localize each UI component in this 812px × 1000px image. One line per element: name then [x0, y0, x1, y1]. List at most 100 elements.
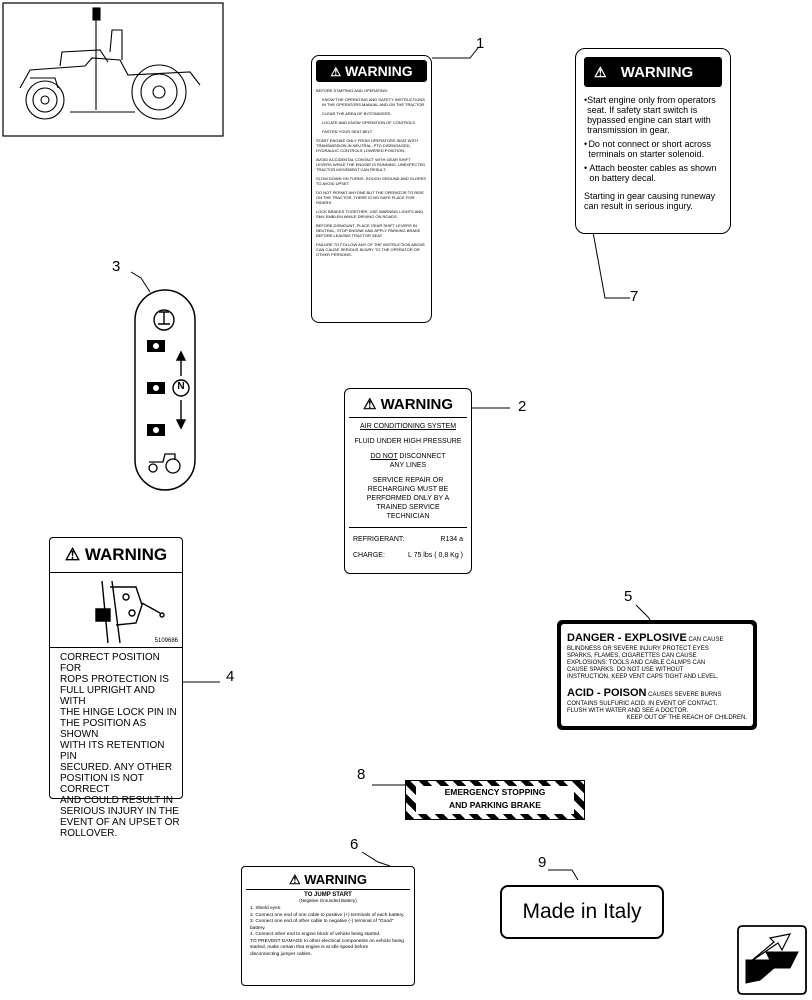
decal-3-shift-pattern: N: [135, 290, 195, 490]
decal-4-line: EVENT OF AN UPSET OR: [60, 817, 180, 828]
decal-2-line: ANY LINES: [389, 462, 427, 469]
decal-4-line: ROLLOVER.: [60, 828, 118, 839]
callout-7: 7: [630, 288, 639, 305]
image-code: 5109686: [154, 638, 178, 644]
decal-1-line: SLOW DOWN ON TURNS, ROUGH GROUND AND SLO…: [316, 176, 426, 186]
decal-4-line: THE POSITION AS SHOWN: [60, 718, 147, 740]
decal-1-header-text: WARNING: [344, 63, 413, 79]
charge-value: L 75 lbs ( 0,8 Kg ): [408, 552, 463, 559]
decal-4-line: POSITION IS NOT CORRECT: [60, 773, 144, 795]
decal-1-line: BEFORE STARTING AND OPERATING:: [316, 88, 389, 93]
decal-1-line: START ENGINE ONLY FROM OPERATORS SEAT WI…: [316, 138, 419, 153]
decal-1-line: FAILURE TO FOLLOW ANY OF THE INSTRUCTION…: [316, 242, 426, 257]
decal-5-line: CAUSE SPARKS. DO NOT USE WITHOUT: [567, 667, 684, 673]
leader-1: [432, 47, 479, 59]
decal-5-line: KEEP OUT OF THE REACH OF CHILDREN.: [626, 715, 747, 721]
decal-4-line: FULL UPRIGHT AND WITH: [60, 685, 156, 707]
decal-5-line: EXPLOSIONS: TOOLS AND CABLE CALMPS CAN: [567, 660, 706, 666]
decal-9-text: Made in Italy: [522, 900, 642, 923]
decal-6-line: 1. Shield eyes.: [250, 906, 282, 911]
tractor-small-icon: [148, 453, 181, 474]
callout-9: 9: [538, 854, 547, 871]
decal-6-line: 3. Connect one end of other cable to neg…: [250, 919, 394, 931]
decal-2-line: RECHARGING MUST BE: [367, 486, 449, 493]
decal-6-line: 2. Connect one end of one cable to posit…: [250, 912, 405, 918]
neutral-symbol: N: [177, 381, 185, 392]
warning-triangle-icon: ⚠: [330, 65, 342, 79]
decal-4-line: AND COULD RESULT IN: [60, 795, 173, 806]
decal-5-line: CONTAINS SULFURIC ACID. IN EVENT OF CONT…: [567, 701, 718, 707]
up-down-arrow-icon: [172, 350, 190, 430]
decal-4-line: THE HINGE LOCK PIN IN: [60, 707, 177, 718]
decal-2-line: FLUID UNDER HIGH PRESSURE: [354, 438, 462, 445]
decal-7-bullet: Do not connect or short across terminals…: [588, 139, 711, 159]
callout-3: 3: [112, 258, 121, 275]
callout-5: 5: [624, 588, 633, 605]
refrigerant-value: R134 a: [440, 536, 463, 543]
decal-6-line: disconnecting jumper cables.: [250, 951, 312, 957]
decal-4-header-text: WARNING: [84, 545, 168, 564]
decal-6-line: TO PREVENT DAMAGE to other electrical co…: [250, 938, 404, 944]
charge-label: CHARGE:: [353, 552, 385, 559]
decal-2-line: PERFORMED ONLY BY A: [366, 495, 450, 502]
decal-1-line: FASTEN YOUR SEAT BELT.: [322, 129, 373, 134]
decal-5-line: FLUSH WITH WATER AND SEE A DOCTOR.: [567, 708, 689, 714]
decal-7-header-text: WARNING: [620, 64, 694, 81]
decal-6-header-text: WARNING: [304, 872, 368, 887]
decal-9-made-in-italy: Made in Italy: [500, 885, 664, 939]
warning-triangle-icon: ⚠: [288, 872, 301, 887]
decal-4-line: CORRECT POSITION FOR: [60, 652, 160, 674]
tractor-thumbnail-icon: [19, 7, 201, 120]
decal-2-subtitle: AIR CONDITIONING SYSTEM: [359, 423, 457, 430]
range-high-icon: [147, 340, 165, 352]
decal-7-start-warning: ⚠ WARNING •Start engine only from operat…: [575, 48, 731, 234]
range-low-icon: [147, 424, 165, 436]
decal-1-header: ⚠ WARNING: [316, 60, 427, 82]
leader-3: [130, 271, 151, 293]
decal-2-header: ⚠ WARNING: [349, 393, 467, 418]
leader-6: [361, 851, 391, 867]
decal-1-operating-warning: ⚠ WARNING BEFORE STARTING AND OPERATING:…: [311, 55, 432, 323]
decal-6-header: ⚠ WARNING: [246, 871, 410, 890]
decal-2-line: SERVICE REPAIR OR: [372, 477, 444, 484]
danger-rest: CAN CAUSE: [686, 637, 724, 643]
decal-2-header-text: WARNING: [380, 396, 454, 413]
callout-1: 1: [476, 35, 485, 52]
decal-5-line: BLINDNESS OR SEVERE INJURY PROTECT EYES: [567, 646, 709, 652]
decal-6-jump-start-warning: ⚠ WARNING TO JUMP START (Negative Ground…: [241, 866, 415, 986]
decal-4-line: ROPS PROTECTION IS: [60, 674, 169, 685]
decal-8-brake-label: EMERGENCY STOPPING AND PARKING BRAKE: [405, 780, 585, 820]
decal-8-line: EMERGENCY STOPPING: [444, 787, 546, 797]
decal-1-line: CLEAR THE AREA OF BYSTANDERS.: [322, 111, 392, 116]
decal-7-bullet: Attach beoster cables as shown on batter…: [589, 163, 717, 183]
decal-2-do-not: DO NOT: [370, 453, 398, 460]
decal-8-line: AND PARKING BRAKE: [449, 800, 541, 810]
decal-6-subtitle: (Negative Grounded Battery): [299, 898, 357, 903]
danger-title: DANGER - EXPLOSIVE: [567, 632, 687, 644]
rops-hinge-illustration: 5109686: [50, 573, 182, 648]
leader-9: [548, 869, 579, 881]
decal-5-battery-danger: DANGER - EXPLOSIVE CAN CAUSE BLINDNESS O…: [557, 620, 757, 730]
decal-4-line: WITH ITS RETENTION PIN: [60, 740, 165, 762]
callout-8: 8: [357, 766, 366, 783]
decal-7-header: ⚠ WARNING: [584, 57, 722, 87]
callout-6: 6: [350, 836, 359, 853]
callout-2: 2: [518, 398, 527, 415]
decal-6-line: 4. Connect other end to engine block of …: [250, 932, 381, 937]
decal-5-line: INSTRUCTION. KEEP VENT CAPS TIGHT AND LE…: [567, 674, 719, 680]
decal-1-line: KNOW THE OPERATING AND SAFETY INSTRUCTIO…: [322, 97, 426, 107]
gear-lever-icon: [153, 309, 175, 331]
acid-rest: CAUSES SEVERE BURNS: [646, 692, 722, 698]
decal-6-title: TO JUMP START: [304, 892, 352, 898]
decal-2-line: TECHNICIAN: [386, 513, 430, 520]
decal-1-line: LOCK BRAKES TOGETHER. USE WARNING LIGHTS…: [316, 209, 424, 219]
warning-triangle-icon: ⚠: [594, 64, 607, 80]
decal-4-rops-warning: ⚠ WARNING 5109686 CORRECT POSITION FOR R…: [49, 537, 183, 839]
refrigerant-label: REFRIGERANT:: [353, 536, 405, 543]
decal-7-footer: Starting in gear causing runeway can res…: [584, 191, 716, 211]
decal-7-bullet: Start engine only from operators seat. I…: [587, 95, 716, 135]
decal-4-header: ⚠ WARNING: [50, 538, 182, 573]
warning-triangle-icon: ⚠: [64, 545, 81, 564]
decal-2-ac-warning: ⚠ WARNING AIR CONDITIONING SYSTEM FLUID …: [344, 388, 472, 574]
decal-6-line: started, make certain that engine is at …: [250, 945, 369, 950]
